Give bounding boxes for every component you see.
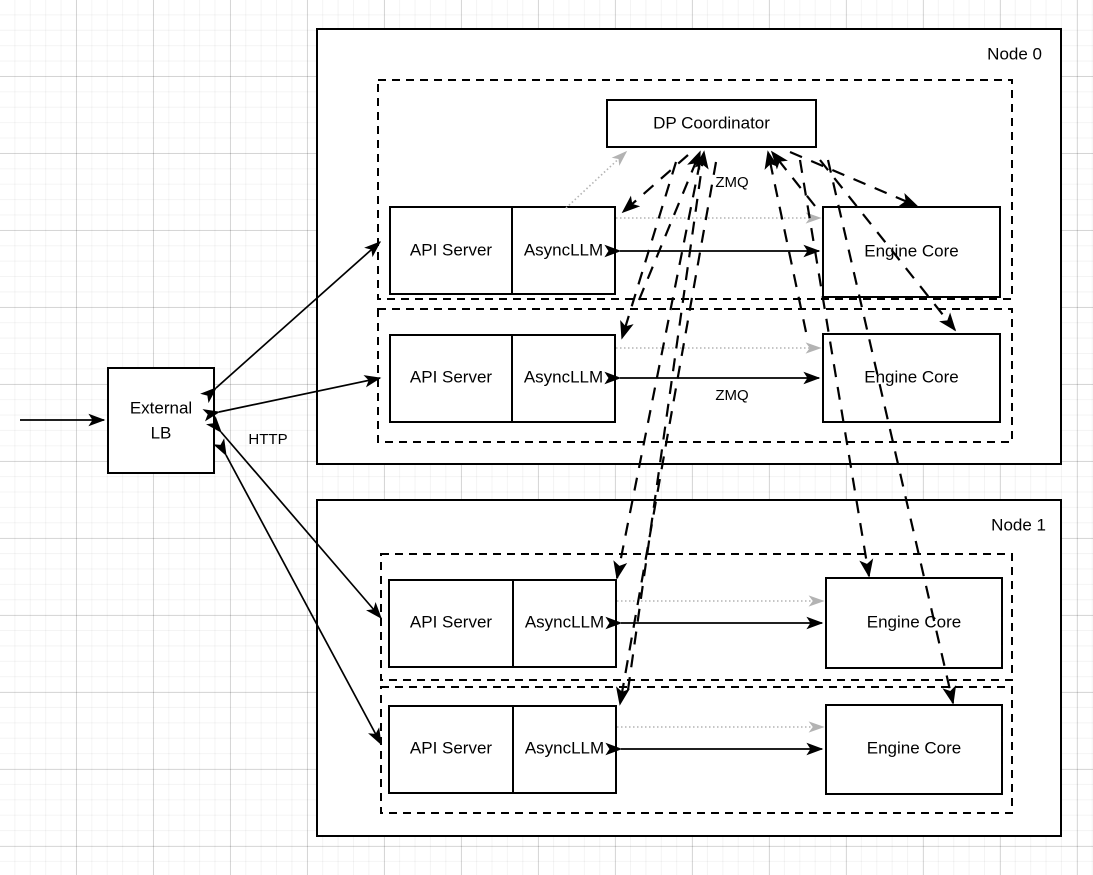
dp-coordinator-box[interactable] [606, 99, 817, 148]
node0-row1-engine-core-label: Engine Core [864, 367, 959, 386]
node1-row1-engine-core-box[interactable] [825, 704, 1003, 795]
node0-row0-engine-core-box[interactable] [822, 206, 1001, 298]
node1-row0-server-unit[interactable] [388, 579, 617, 668]
external-lb-box[interactable] [107, 367, 215, 474]
node0-row0-engine-core-label: Engine Core [864, 241, 959, 260]
node-0-label: Node 0 [987, 44, 1042, 63]
node0-row1-server-unit[interactable] [389, 334, 616, 423]
edge-dashed-coordinator-to-n1r0-asyncllm [613, 161, 702, 580]
edge-dashed-coordinator-to-n1r1-core [826, 159, 957, 705]
node1-row0-engine-core-box[interactable] [825, 577, 1003, 669]
node0-row1-async-llm-label: AsyncLLM [524, 367, 603, 386]
edge-dashed-n0r0-core-to-coordinator [770, 150, 816, 207]
edge-lb-node0-row0 [200, 241, 382, 404]
node0-row0-api-server-label: API Server [410, 240, 493, 259]
node0-row0-server-unit[interactable] [389, 206, 616, 295]
http-label: HTTP [248, 431, 287, 448]
external-lb-label-line1: External [130, 398, 192, 417]
node-0-group-0 [377, 79, 1013, 300]
node0-row1-engine-core-box[interactable] [822, 333, 1001, 423]
node-1-group-1 [380, 686, 1013, 814]
dp-coordinator-label: DP Coordinator [653, 113, 770, 132]
node1-row0-api-server-label: API Server [410, 612, 493, 631]
edge-dashed-coordinator-to-n0r1-asyncllm [620, 161, 678, 340]
zmq-label-top: ZMQ [715, 174, 748, 191]
node1-row0-async-llm-label: AsyncLLM [525, 612, 604, 631]
external-lb-label-line2: LB [151, 423, 172, 442]
node1-row1-async-llm-label: AsyncLLM [525, 738, 604, 757]
edge-dashed-n0r1-core-to-coordinator [764, 150, 808, 333]
node1-row1-api-server-label: API Server [410, 738, 493, 757]
node-0-group-1 [377, 308, 1013, 443]
node-1-group-0 [380, 553, 1013, 681]
edge-dashed-coordinator-to-n1r0-core [798, 159, 874, 578]
node1-row0-engine-core-label: Engine Core [867, 612, 962, 631]
node0-row1-api-server-label: API Server [410, 367, 493, 386]
node-1-label: Node 1 [991, 515, 1046, 534]
edge-dotted-asyncllm-coordinator [565, 150, 628, 209]
edge-dashed-n0-left-to-coordinator [637, 150, 702, 301]
edge-dashed-coordinator-to-n0r0-core [789, 150, 919, 208]
edge-dashed-coordinator-to-n0r0-asyncllm [621, 154, 689, 214]
zmq-label-bottom: ZMQ [715, 387, 748, 404]
node0-row0-async-llm-label: AsyncLLM [524, 240, 603, 259]
edge-lb-node0-row1 [202, 375, 382, 422]
edge-lb-node1-row1 [213, 438, 382, 746]
node1-row1-engine-core-label: Engine Core [867, 738, 962, 757]
